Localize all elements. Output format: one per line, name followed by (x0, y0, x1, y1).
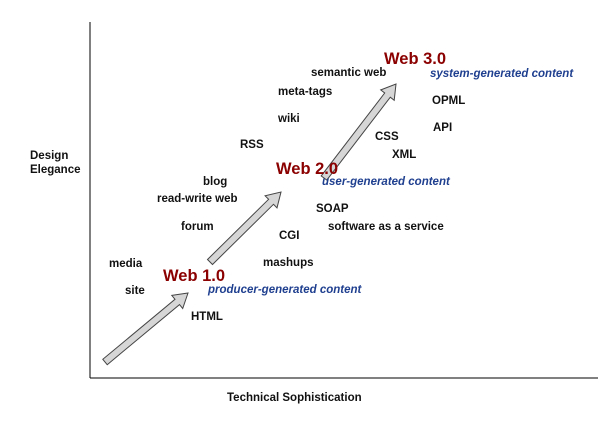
stage-subtitle-web2: user-generated content (322, 176, 450, 188)
term-forum: forum (181, 221, 214, 233)
term-cgi: CGI (279, 230, 300, 242)
term-opml: OPML (432, 95, 466, 107)
term-xml: XML (392, 149, 417, 161)
arrow-web2-to-web3 (320, 83, 397, 181)
stage-title-web3: Web 3.0 (384, 50, 447, 68)
arrow-web1-to-web1 (102, 292, 189, 366)
stage-subtitle-web1: producer-generated content (208, 284, 362, 296)
stage-title-web2: Web 2.0 (276, 160, 339, 178)
term-css: CSS (375, 131, 399, 143)
term-wiki: wiki (278, 113, 300, 125)
term-read-write-web: read-write web (157, 193, 238, 205)
x-axis-label: Technical Sophistication (227, 392, 362, 404)
term-html: HTML (191, 311, 223, 323)
term-software-as-a-service: software as a service (328, 221, 444, 233)
stage-subtitle-web3: system-generated content (430, 68, 574, 80)
y-axis-label: Design Elegance (30, 150, 81, 176)
term-media: media (109, 258, 143, 270)
term-mashups: mashups (263, 257, 314, 269)
term-meta-tags: meta-tags (278, 86, 333, 98)
term-soap: SOAP (316, 203, 349, 215)
term-api: API (433, 122, 453, 134)
term-blog: blog (203, 176, 228, 188)
arrow-web1-to-web2 (206, 191, 282, 266)
stage-title-web1: Web 1.0 (163, 267, 226, 285)
term-semantic-web: semantic web (311, 67, 387, 79)
term-rss: RSS (240, 139, 264, 151)
term-site: site (125, 285, 145, 297)
